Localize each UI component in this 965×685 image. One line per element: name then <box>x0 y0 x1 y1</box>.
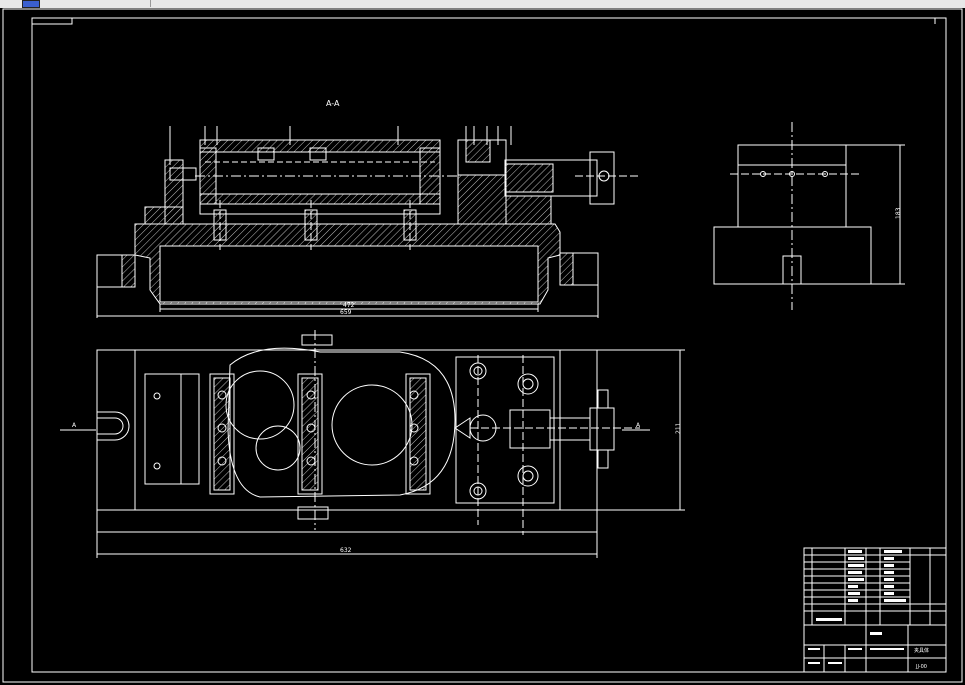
cad-canvas[interactable]: A-A <box>0 8 965 685</box>
window-top-strip <box>0 0 965 8</box>
front-view <box>96 126 640 318</box>
dim-side-height: 183 <box>895 207 902 219</box>
section-mark: A-A <box>326 99 340 108</box>
window-tab[interactable] <box>0 0 151 7</box>
app-icon <box>22 0 40 8</box>
title-block-drawing-no: JJ-00 <box>915 664 927 670</box>
side-view <box>713 122 905 310</box>
dim-front-overall: 659 <box>340 309 352 316</box>
section-letter-right: A <box>636 422 641 429</box>
top-view <box>60 330 685 558</box>
dim-top-height: 211 <box>675 422 682 434</box>
title-block <box>803 547 947 673</box>
title-block-fill <box>808 550 906 664</box>
section-letter-left: A <box>72 422 77 429</box>
title-block-name: 夹具体 <box>914 647 929 654</box>
dim-top-length: 632 <box>340 547 352 554</box>
dim-front-inner: 472 <box>343 302 355 309</box>
sheet-border <box>2 8 963 683</box>
